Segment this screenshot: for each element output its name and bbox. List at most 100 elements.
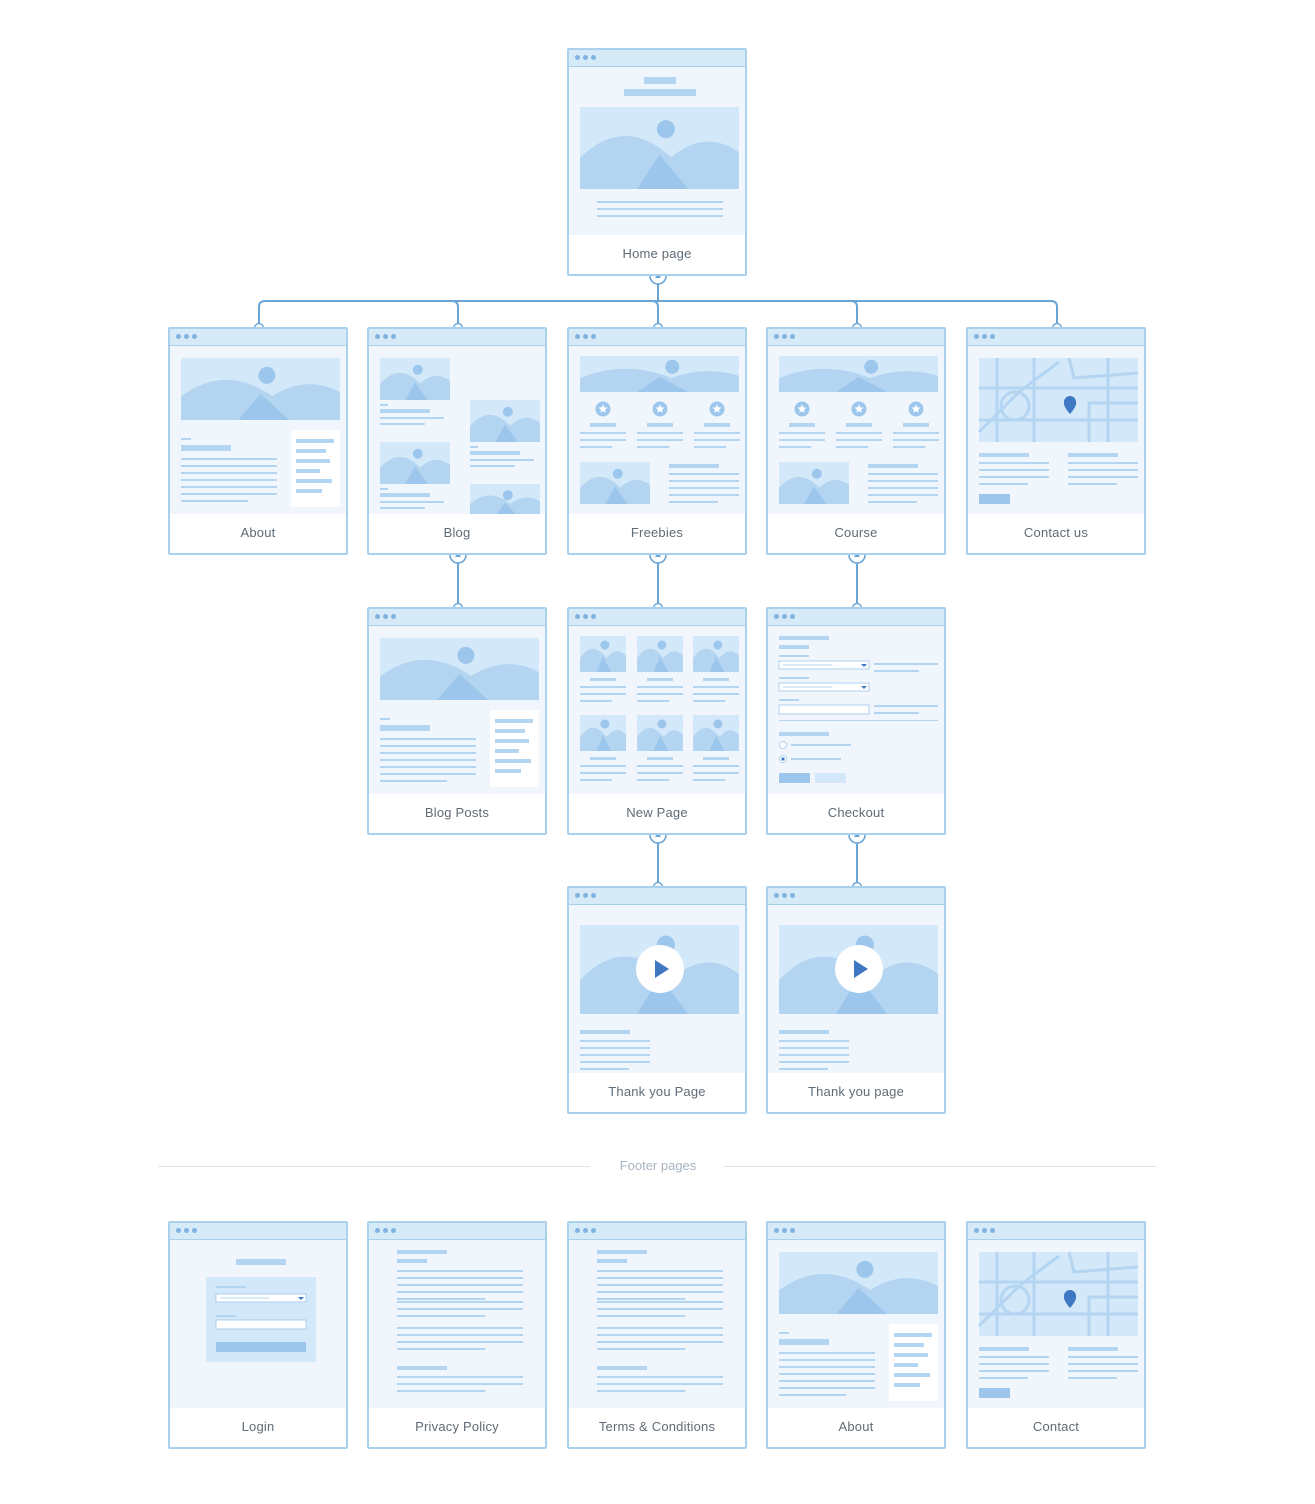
- text-line-placeholder: [779, 1366, 875, 1368]
- text-line-placeholder: [181, 493, 277, 495]
- sidebar-line-placeholder: [495, 769, 521, 773]
- page-thumbnail: [369, 1240, 545, 1408]
- text-line-placeholder: [597, 201, 723, 203]
- wireframe-group: [977, 1251, 1139, 1398]
- caption-placeholder: [703, 678, 729, 681]
- radio-label-placeholder: [791, 744, 851, 746]
- wireframe-about: [779, 1252, 938, 1401]
- heading-placeholder: [380, 493, 430, 497]
- window-titlebar: [768, 1223, 944, 1240]
- footer-divider-right: [724, 1166, 1156, 1167]
- wireframe-contact: [977, 357, 1139, 504]
- heading-placeholder: [868, 464, 918, 468]
- wireframe-blog: [380, 358, 540, 516]
- wireframe-group: [779, 1252, 938, 1401]
- text-line-placeholder: [779, 1394, 847, 1396]
- heading-placeholder: [644, 77, 676, 84]
- heading-placeholder: [397, 1366, 447, 1370]
- sidebar-line-placeholder: [495, 719, 533, 723]
- dropdown-placeholder: [783, 664, 833, 666]
- page-label: Freebies: [630, 525, 684, 540]
- page-card-thank-you-2: Thank you page: [766, 886, 946, 1114]
- page-card-footer-about: About: [766, 1221, 946, 1449]
- hill-center: [653, 735, 669, 751]
- window-titlebar: [369, 1223, 545, 1240]
- page-thumbnail: [968, 1240, 1144, 1408]
- image-placeholder: [580, 356, 739, 392]
- wireframe-group: [977, 357, 1139, 504]
- image-content: [779, 356, 938, 392]
- image-placeholder: [637, 636, 683, 672]
- sidebar-line-placeholder: [495, 749, 519, 753]
- image-content: [779, 925, 938, 1014]
- text-line-placeholder: [397, 1308, 523, 1310]
- text-line-placeholder: [597, 1327, 723, 1329]
- field-label-placeholder: [216, 1315, 236, 1317]
- password-field: [215, 1319, 307, 1330]
- hill-center: [836, 976, 888, 1014]
- text-line-placeholder: [597, 208, 723, 210]
- sidebar-line-placeholder: [894, 1363, 918, 1367]
- text-line-placeholder: [580, 693, 626, 695]
- chevron-down-icon: [298, 1297, 304, 1300]
- label-placeholder: [779, 1332, 789, 1334]
- text-line-placeholder: [637, 693, 683, 695]
- caption-placeholder: [647, 678, 673, 681]
- image-placeholder: [779, 462, 849, 504]
- field-label-placeholder: [779, 677, 809, 679]
- text-line-placeholder: [693, 779, 726, 781]
- page-card-blog: Blog: [367, 327, 547, 555]
- sidebar-line-placeholder: [296, 469, 320, 473]
- page-label: About: [838, 1419, 874, 1434]
- window-titlebar: [768, 888, 944, 905]
- footer-divider-left: [158, 1166, 590, 1167]
- text-line-placeholder: [380, 780, 448, 782]
- heading-placeholder: [1068, 453, 1118, 457]
- window-dots-icon: [176, 334, 197, 339]
- page-label: Terms & Conditions: [598, 1419, 716, 1434]
- hill-center: [653, 656, 669, 672]
- sidebar-line-placeholder: [296, 459, 330, 463]
- map-roundabout: [999, 390, 1031, 422]
- hill-center: [238, 393, 290, 420]
- text-line-placeholder: [380, 501, 444, 503]
- star-icon: [598, 404, 608, 413]
- hill-center: [836, 376, 888, 392]
- text-line-placeholder: [181, 465, 277, 467]
- page-label: Login: [241, 1419, 275, 1434]
- text-line-placeholder: [693, 765, 739, 767]
- image-content: [693, 715, 739, 751]
- login-button-placeholder: [216, 1342, 306, 1352]
- page-label: Privacy Policy: [415, 1419, 499, 1434]
- image-placeholder: [779, 356, 938, 392]
- image-content: [580, 715, 626, 751]
- wireframe-gallery: [580, 636, 739, 781]
- wireframe-about: [181, 358, 340, 507]
- label-placeholder: [380, 718, 390, 720]
- text-line-placeholder: [597, 1334, 723, 1336]
- text-line-placeholder: [779, 1359, 875, 1361]
- chevron-down-icon: [861, 664, 867, 667]
- page-label: Blog Posts: [424, 805, 490, 820]
- page-card-login: Login: [168, 1221, 348, 1449]
- text-line-placeholder: [637, 779, 670, 781]
- text-line-placeholder: [868, 487, 938, 489]
- wireframe-group: [206, 1259, 316, 1362]
- text-line-placeholder: [397, 1376, 523, 1378]
- text-line-placeholder: [597, 1291, 723, 1293]
- caption-placeholder: [590, 757, 616, 760]
- image-content: [637, 636, 683, 672]
- text-line-placeholder: [380, 766, 476, 768]
- label-placeholder: [380, 404, 388, 406]
- text-line-placeholder: [597, 1301, 723, 1303]
- text-line-placeholder: [637, 772, 683, 774]
- text-line-placeholder: [1068, 1370, 1138, 1372]
- text-line-placeholder: [779, 1054, 849, 1056]
- text-line-placeholder: [380, 752, 476, 754]
- heading-placeholder: [380, 409, 430, 413]
- page-thumbnail: [569, 67, 745, 235]
- star-icon: [797, 404, 807, 413]
- wireframe-group: [580, 77, 739, 217]
- text-line-placeholder: [397, 1270, 523, 1272]
- window-titlebar: [569, 609, 745, 626]
